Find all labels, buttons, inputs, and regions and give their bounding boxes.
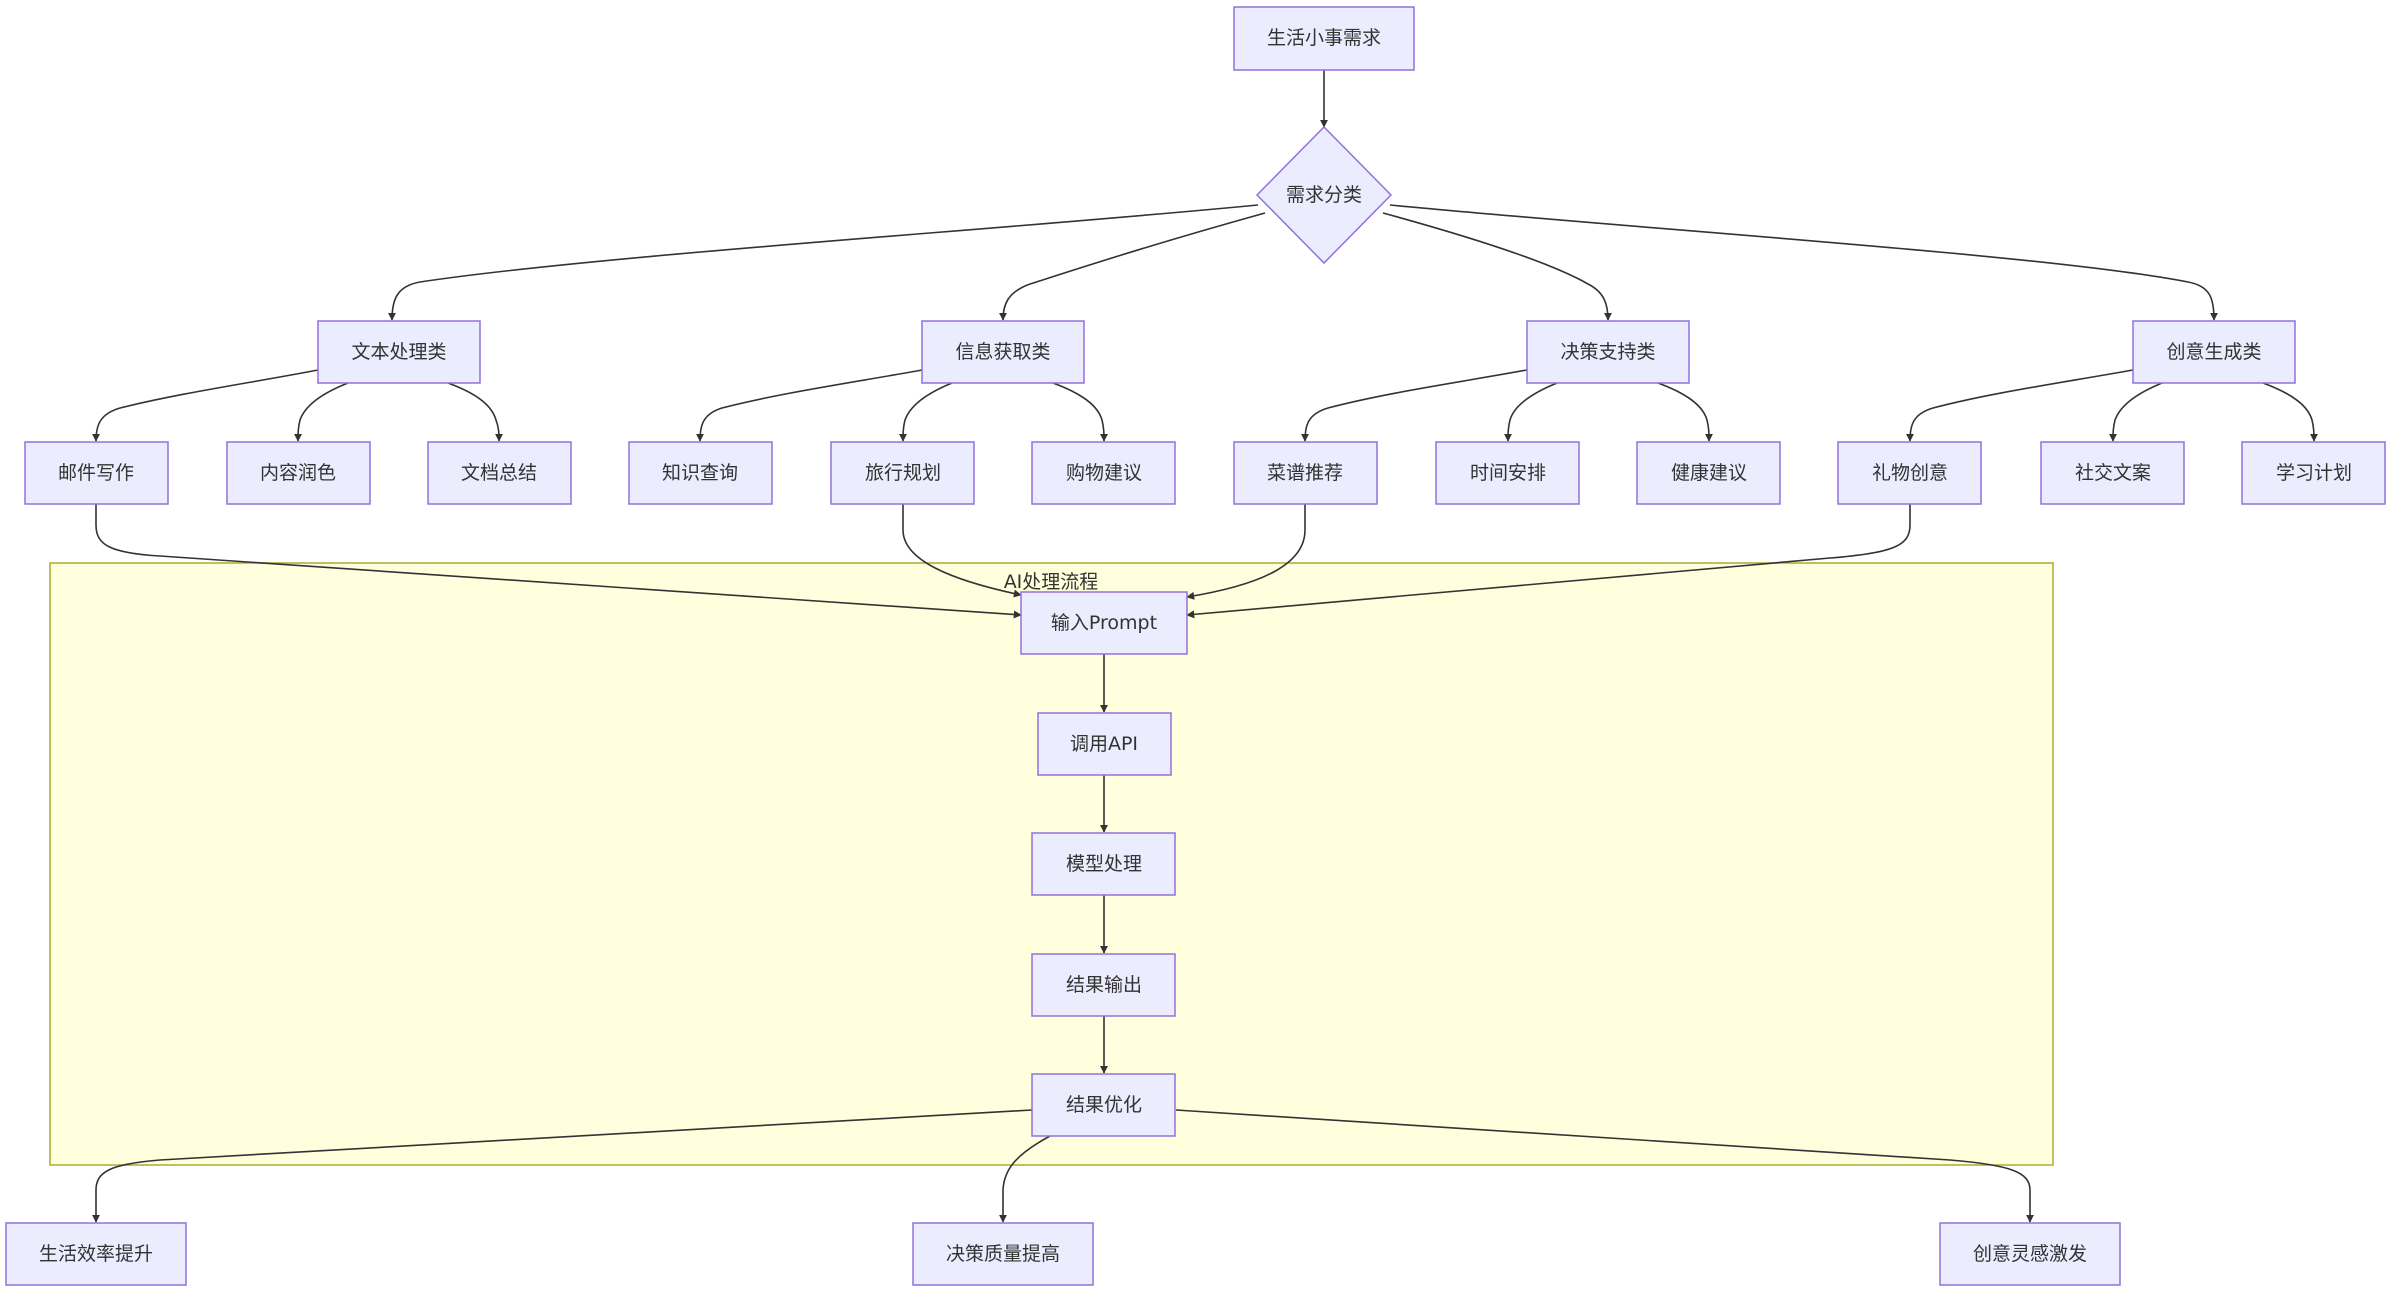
svg-text:模型处理: 模型处理 xyxy=(1066,853,1142,875)
edge-optimize-inspiration xyxy=(1175,1109,2034,1223)
nodes: 生活小事需求 需求分类 文本处理类 信息获取类 决策支持类 创意生成类 邮件写作 xyxy=(5,6,2386,1286)
edge-gift-prompt xyxy=(1186,504,1911,619)
svg-text:调用API: 调用API xyxy=(1070,733,1138,755)
node-model: 模型处理 xyxy=(1031,832,1176,896)
svg-text:决策支持类: 决策支持类 xyxy=(1560,341,1655,363)
node-classify-diamond: 需求分类 xyxy=(1255,125,1393,265)
edge-text-summary xyxy=(447,382,503,442)
node-quality: 决策质量提高 xyxy=(912,1222,1094,1286)
svg-text:购物建议: 购物建议 xyxy=(1066,462,1142,484)
edge-classify-text xyxy=(388,204,1259,321)
svg-text:内容润色: 内容润色 xyxy=(260,462,336,484)
edge-classify-creative xyxy=(1389,204,2218,321)
node-api: 调用API xyxy=(1037,712,1172,776)
svg-text:输入Prompt: 输入Prompt xyxy=(1051,612,1157,634)
node-study: 学习计划 xyxy=(2241,441,2386,505)
node-polish: 内容润色 xyxy=(226,441,371,505)
edge-creative-gift xyxy=(1906,369,2134,442)
svg-text:生活小事需求: 生活小事需求 xyxy=(1267,27,1381,49)
edge-decision-recipe xyxy=(1301,369,1528,442)
edge-text-email xyxy=(92,369,319,442)
node-schedule: 时间安排 xyxy=(1435,441,1580,505)
svg-text:旅行规划: 旅行规划 xyxy=(865,462,941,484)
node-travel: 旅行规划 xyxy=(830,441,975,505)
node-social: 社交文案 xyxy=(2040,441,2185,505)
svg-text:创意生成类: 创意生成类 xyxy=(2166,341,2261,363)
edges xyxy=(92,70,2318,1223)
cluster-label: AI处理流程 xyxy=(1004,571,1099,593)
svg-text:知识查询: 知识查询 xyxy=(662,462,738,484)
node-decision-category: 决策支持类 xyxy=(1526,320,1690,384)
svg-text:健康建议: 健康建议 xyxy=(1671,462,1747,484)
node-prompt: 输入Prompt xyxy=(1020,591,1188,655)
edge-creative-study xyxy=(2262,382,2318,442)
node-shopping: 购物建议 xyxy=(1031,441,1176,505)
svg-text:生活效率提升: 生活效率提升 xyxy=(39,1243,153,1265)
node-gift: 礼物创意 xyxy=(1837,441,1982,505)
edge-creative-social xyxy=(2109,382,2163,442)
node-inspiration: 创意灵感激发 xyxy=(1939,1222,2121,1286)
edge-optimize-quality xyxy=(999,1135,1051,1223)
edge-decision-schedule xyxy=(1504,382,1558,442)
svg-text:时间安排: 时间安排 xyxy=(1470,462,1546,484)
edge-classify-decision xyxy=(1382,212,1612,321)
node-email: 邮件写作 xyxy=(24,441,169,505)
svg-text:创意灵感激发: 创意灵感激发 xyxy=(1973,1243,2087,1265)
node-creative-category: 创意生成类 xyxy=(2132,320,2296,384)
edge-recipe-prompt xyxy=(1186,504,1306,600)
svg-text:社交文案: 社交文案 xyxy=(2075,462,2151,484)
svg-text:结果输出: 结果输出 xyxy=(1066,974,1142,996)
edge-info-travel xyxy=(899,382,953,442)
svg-text:需求分类: 需求分类 xyxy=(1286,184,1362,206)
edge-text-polish xyxy=(294,382,349,442)
svg-text:文本处理类: 文本处理类 xyxy=(351,341,446,363)
edge-info-shopping xyxy=(1052,382,1108,442)
node-output: 结果输出 xyxy=(1031,953,1176,1017)
edge-travel-prompt xyxy=(902,504,1022,598)
edge-decision-health xyxy=(1657,382,1713,442)
svg-text:菜谱推荐: 菜谱推荐 xyxy=(1267,462,1343,484)
node-knowledge: 知识查询 xyxy=(628,441,773,505)
edge-optimize-efficiency xyxy=(92,1109,1033,1223)
svg-text:礼物创意: 礼物创意 xyxy=(1872,462,1948,484)
svg-text:结果优化: 结果优化 xyxy=(1066,1094,1142,1116)
node-info-category: 信息获取类 xyxy=(921,320,1085,384)
svg-text:学习计划: 学习计划 xyxy=(2276,462,2352,484)
node-start: 生活小事需求 xyxy=(1233,6,1415,71)
node-recipe: 菜谱推荐 xyxy=(1233,441,1378,505)
svg-text:文档总结: 文档总结 xyxy=(461,462,537,484)
node-efficiency: 生活效率提升 xyxy=(5,1222,187,1286)
node-health: 健康建议 xyxy=(1636,441,1781,505)
svg-text:信息获取类: 信息获取类 xyxy=(955,341,1050,363)
node-optimize: 结果优化 xyxy=(1031,1073,1176,1137)
node-summary: 文档总结 xyxy=(427,441,572,505)
edge-info-knowledge xyxy=(696,369,923,442)
node-text-category: 文本处理类 xyxy=(317,320,481,384)
edge-classify-info xyxy=(999,212,1266,321)
edge-email-prompt xyxy=(95,504,1022,619)
svg-text:邮件写作: 邮件写作 xyxy=(58,462,134,484)
svg-text:决策质量提高: 决策质量提高 xyxy=(946,1243,1060,1265)
